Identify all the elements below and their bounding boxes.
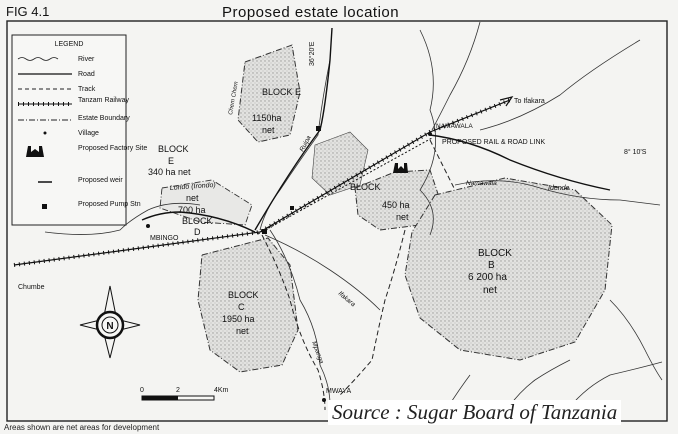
block-e-left-area: 340 ha net xyxy=(148,167,191,177)
block-e-upper-area xyxy=(237,44,301,143)
block-d-name: BLOCK xyxy=(182,216,213,226)
idende-river-label: Idende xyxy=(548,185,570,192)
legend-pump-symbol xyxy=(42,204,47,209)
block-d-suffix: net xyxy=(186,193,199,203)
legend-railway-label: Tanzam Railway xyxy=(78,97,129,104)
block-c-area xyxy=(197,237,299,373)
legend-factory-symbol xyxy=(26,146,44,157)
block-a-area-label: 450 ha xyxy=(382,200,410,210)
track-lines xyxy=(261,139,456,411)
legend-river-label: River xyxy=(78,56,95,63)
block-c-area-label: 1950 ha xyxy=(222,314,255,324)
block-c-name: BLOCK xyxy=(228,290,259,300)
scale-start: 0 xyxy=(140,387,144,394)
mpanga-river-label: Mpanga xyxy=(310,340,325,365)
pump-station-icon xyxy=(262,229,267,234)
block-e-left-name: BLOCK xyxy=(158,144,189,154)
ifakara-river-label: Ifakara xyxy=(337,290,357,308)
namawala-label: NAMAWALA xyxy=(436,123,473,130)
block-a-name: BLOCK xyxy=(350,182,381,192)
block-b-suffix: net xyxy=(483,285,497,296)
footnote: Areas shown are net areas for developmen… xyxy=(4,423,160,432)
block-e-upper-suffix: net xyxy=(262,125,275,135)
block-b-letter: B xyxy=(488,260,495,271)
block-e-upper-name: BLOCK E xyxy=(262,87,301,97)
block-d-letter: D xyxy=(194,227,201,237)
legend-river-symbol xyxy=(17,57,59,61)
tanzam-railway xyxy=(13,99,511,266)
legend: LEGEND River Road Track Tanzam Railway E… xyxy=(11,34,147,226)
rail-road-link-label: PROPOSED RAIL & ROAD LINK xyxy=(442,139,546,146)
legend-village-symbol xyxy=(43,131,47,135)
legend-weir-label: Proposed weir xyxy=(78,177,123,184)
block-e-left-letter: E xyxy=(168,156,174,166)
block-c-letter: C xyxy=(238,302,245,312)
block-d-area-label: 700 ha xyxy=(178,205,206,215)
figure-number: FIG 4.1 xyxy=(6,4,50,19)
mwaya-label: MWAYA xyxy=(326,388,351,395)
proposed-link-line xyxy=(257,137,433,235)
block-b-area xyxy=(404,177,613,361)
chem-chem-river-label: Chem Chem xyxy=(228,81,240,115)
block-a-north-area xyxy=(311,131,369,196)
legend-heading: LEGEND xyxy=(55,41,84,48)
legend-pump-label: Proposed Pump Stn xyxy=(78,201,141,208)
mbingu-label: MBINGO xyxy=(150,235,179,242)
scale-end: 4Km xyxy=(214,387,229,394)
scale-bar: 0 2 4Km xyxy=(140,387,229,401)
block-b-area-label: 6 200 ha xyxy=(468,272,507,283)
legend-road-label: Road xyxy=(78,71,95,78)
latitude-label: 8° 10'S xyxy=(624,148,647,156)
railway-arrow xyxy=(499,96,514,107)
source-caption: Source : Sugar Board of Tanzania xyxy=(328,400,622,425)
block-e-upper-area-label: 1150ha xyxy=(252,113,281,123)
village-icon xyxy=(428,132,432,136)
londo-river-label: Londo (Irondo) xyxy=(170,182,216,192)
to-ifakara-label: To Ifakara xyxy=(514,98,545,105)
legend-track-label: Track xyxy=(78,86,96,93)
longitude-label: 36°20'E xyxy=(308,41,316,66)
block-b-name: BLOCK xyxy=(478,248,512,259)
pump-station-icon xyxy=(316,126,321,131)
map-title: Proposed estate location xyxy=(222,4,400,21)
village-icon xyxy=(146,224,150,228)
north-arrow: N xyxy=(79,285,141,359)
legend-village-label: Village xyxy=(78,130,99,137)
village-icon xyxy=(322,398,326,402)
legend-factory-label: Proposed Factory Site xyxy=(78,145,147,152)
factory-site-icon xyxy=(393,163,408,173)
scale-mid: 2 xyxy=(176,387,180,394)
pump-station-icon xyxy=(290,206,294,210)
namawala-river-label: Namawala xyxy=(466,180,497,187)
block-a-suffix: net xyxy=(396,212,409,222)
block-c-suffix: net xyxy=(236,326,249,336)
block-d-area xyxy=(159,179,253,226)
north-label: N xyxy=(106,321,113,332)
legend-boundary-label: Estate Boundary xyxy=(78,115,130,122)
chumbe-label: Chumbe xyxy=(18,284,45,291)
